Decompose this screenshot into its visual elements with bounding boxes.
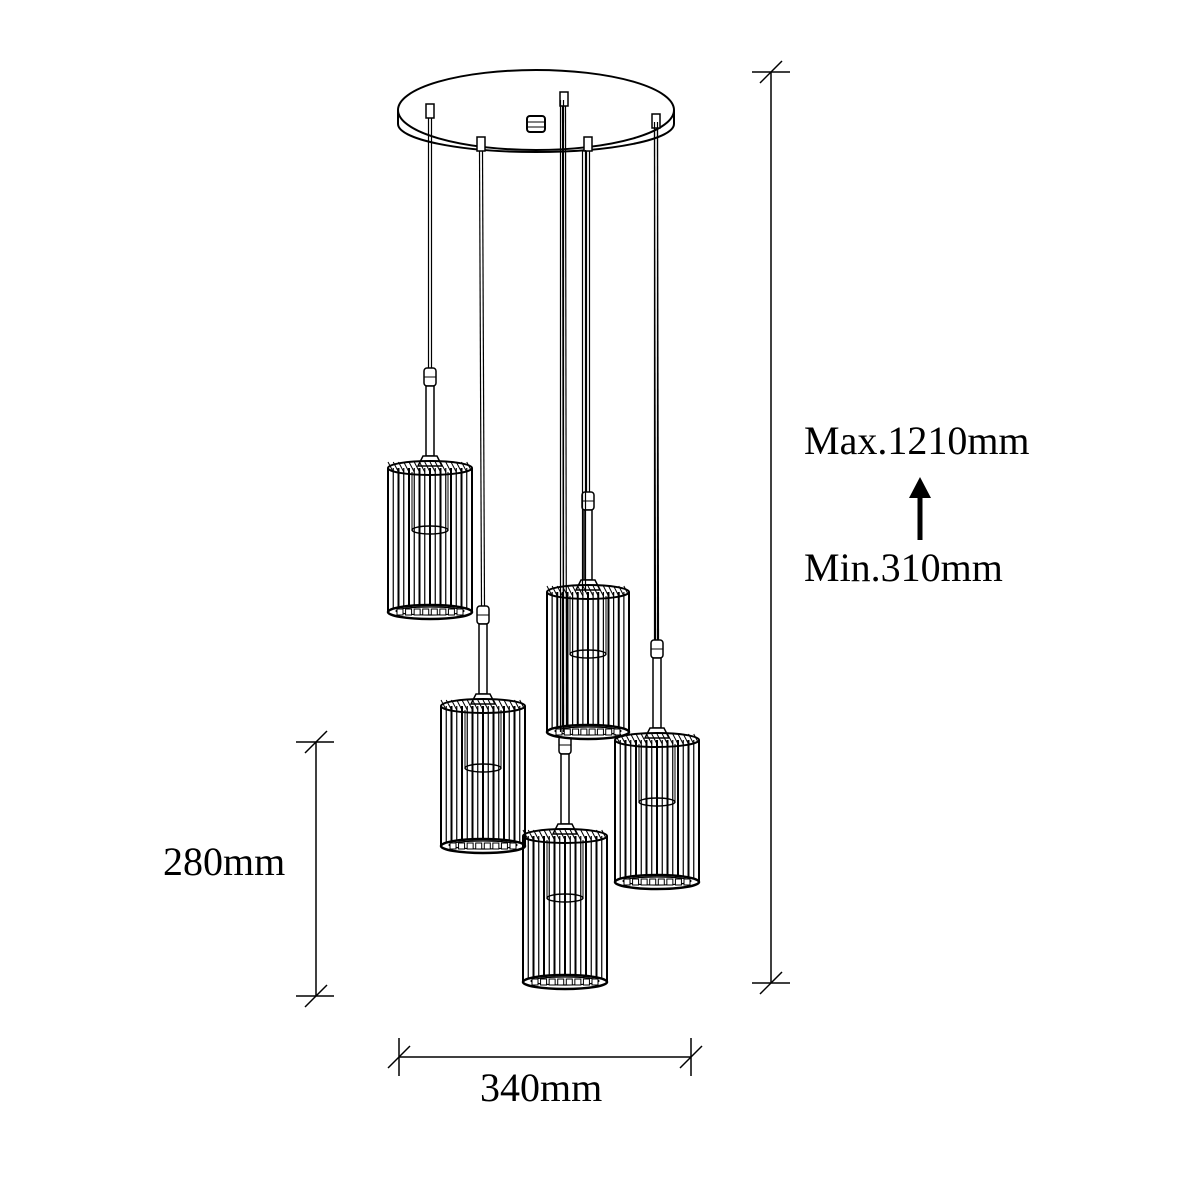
cord-grip <box>425 103 435 119</box>
shade-height-label: 280mm <box>163 839 286 884</box>
stem <box>478 623 488 695</box>
width-dimension-line <box>387 1038 703 1076</box>
max-height-label: Max.1210mm <box>804 418 1030 463</box>
cord-grip <box>651 113 661 129</box>
pendant-lights <box>386 91 701 991</box>
pendant-light <box>521 91 609 991</box>
pendant-light <box>439 136 527 855</box>
shade-height-dimension-line <box>296 730 334 1008</box>
pendant-light <box>386 103 474 621</box>
min-height-label: Min.310mm <box>804 545 1003 590</box>
canopy-width-label: 340mm <box>480 1065 603 1110</box>
ceiling-canopy <box>397 69 675 153</box>
cord-grip <box>476 136 486 152</box>
stem <box>425 385 435 457</box>
suspension-cord <box>478 150 483 607</box>
arrow-up-icon <box>909 477 931 540</box>
pendant-light <box>613 113 701 891</box>
cord-grip <box>583 136 593 152</box>
height-dimension-line <box>752 60 790 995</box>
stem <box>560 753 570 825</box>
pendant-light <box>545 136 631 741</box>
stem <box>652 657 662 729</box>
